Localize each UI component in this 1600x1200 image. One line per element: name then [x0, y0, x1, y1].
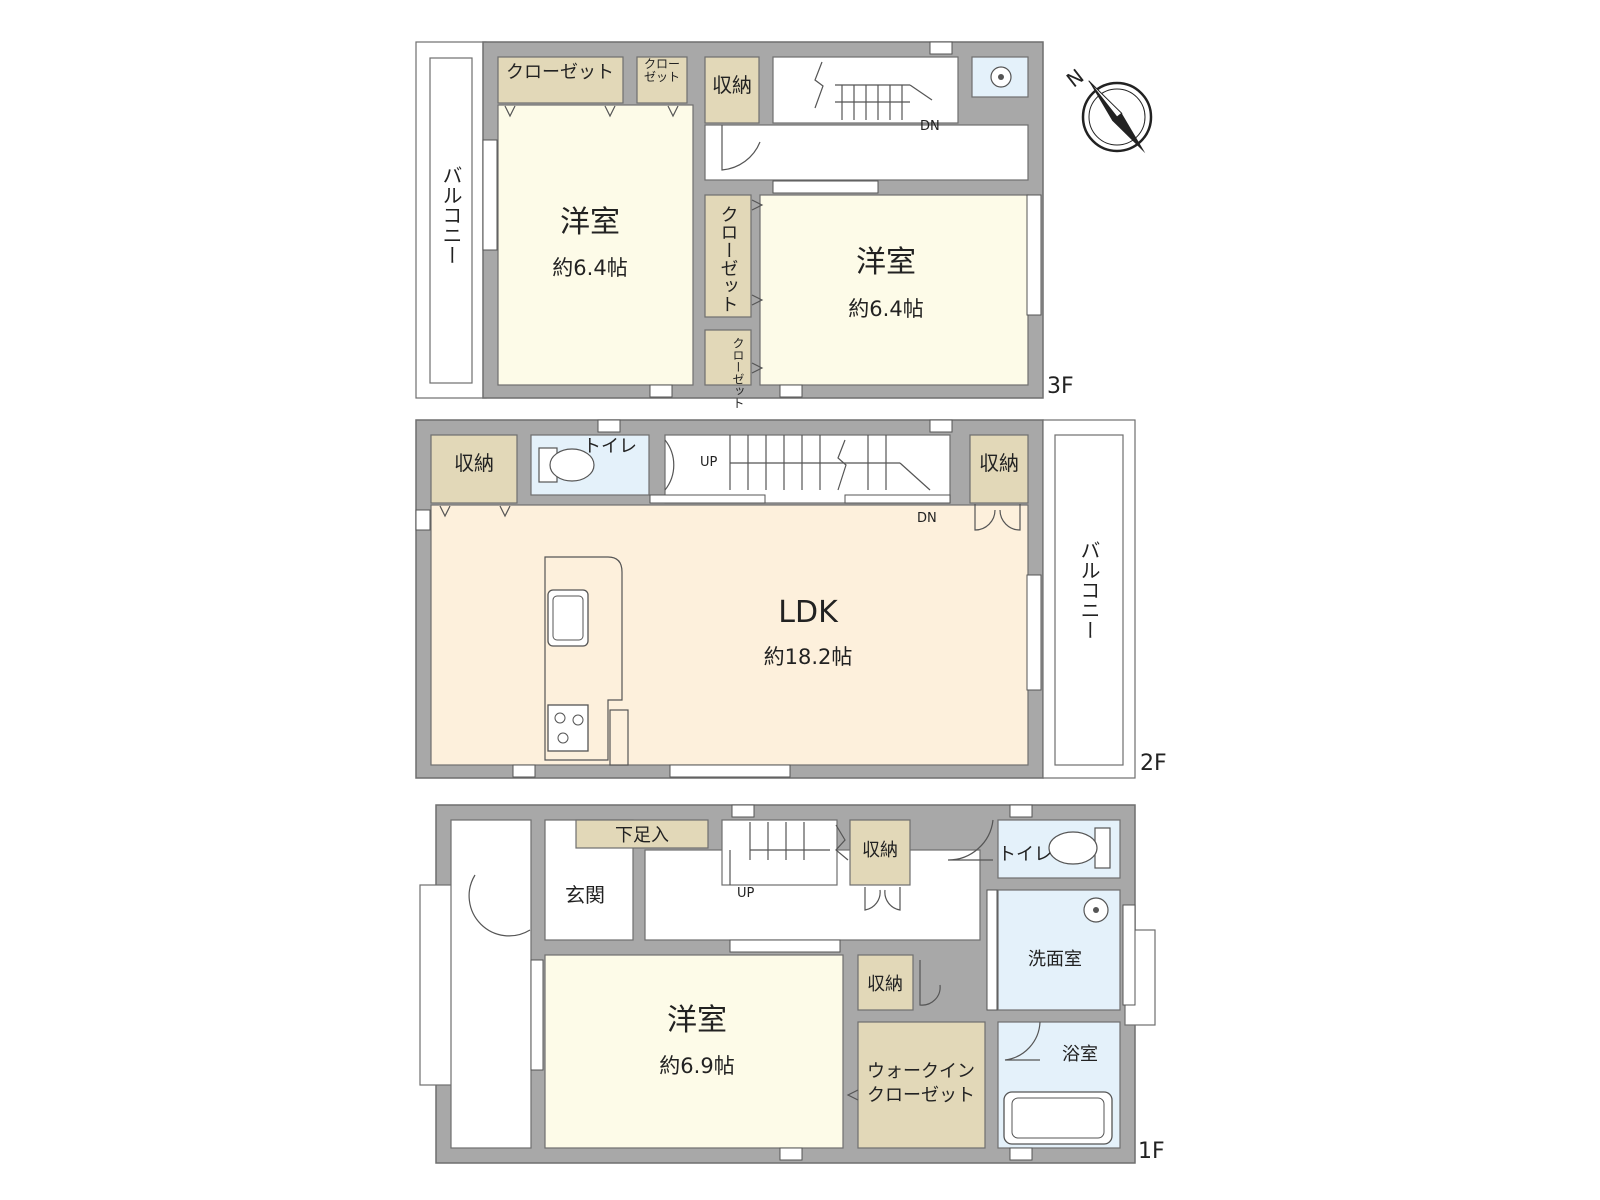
ldk-2f [430, 504, 1029, 766]
closet-small-vertical-3f [704, 329, 752, 386]
entrance-label-1f: 玄関 [565, 883, 605, 907]
stairs-dn-label-3f: DN [920, 119, 940, 134]
room-3f-left-area: 約6.4帖 [552, 256, 627, 280]
stairs-up-label-1f: UP [737, 886, 755, 901]
room-3f-left-name: 洋室 [560, 205, 620, 240]
bedroom-area-1f: 約6.9帖 [659, 1054, 734, 1078]
closet-small-3f [636, 56, 688, 104]
storage-right-label-2f: 収納 [979, 451, 1019, 475]
storage-right-2f [969, 434, 1029, 504]
bedroom-name-1f: 洋室 [667, 1003, 727, 1038]
stairs-up-label-2f: UP [700, 455, 718, 470]
floor-3f: DN 洋室 約6.4帖 洋室 約6.4帖 クローゼット [415, 41, 1074, 409]
closet-small-label-3f: クローゼット [644, 57, 680, 84]
toilet-label-1f: トイレ [998, 844, 1052, 865]
stairs-1f [721, 819, 838, 886]
compass-arrow-icon [1088, 80, 1146, 154]
bedroom-3f-left [497, 104, 694, 386]
ldk-area-2f: 約18.2帖 [764, 645, 853, 669]
storage-stairs-label-1f: 収納 [862, 840, 898, 861]
balcony-label-3f: バルコニー [439, 165, 463, 265]
stairs-2f [664, 434, 951, 504]
compass: N [1062, 64, 1153, 154]
room-3f-right-area: 約6.4帖 [848, 297, 923, 321]
storage-room-1f [857, 954, 914, 1011]
shoe-storage-1f [575, 819, 709, 849]
balcony-label-2f: バルコニー [1077, 540, 1101, 640]
washroom-label-1f: 洗面室 [1028, 949, 1082, 970]
walkin-label-1f: ウォークインクローゼット [867, 1061, 975, 1106]
floor-label-3f: 3F [1047, 374, 1074, 399]
floor-label-2f: 2F [1140, 751, 1167, 776]
bathroom-label-1f: 浴室 [1062, 1044, 1098, 1065]
ldk-name-2f: LDK [778, 595, 839, 630]
walkin-closet-1f [857, 1021, 986, 1149]
closet-vertical-3f [704, 194, 752, 318]
storage-left-label-2f: 収納 [454, 451, 494, 475]
compass-north-label: N [1062, 64, 1089, 92]
stairs-dn-label-2f: DN [917, 511, 937, 526]
toilet-label-2f: トイレ [583, 436, 637, 457]
closet-vertical-label-3f: クローゼット [718, 205, 739, 313]
closet-top-label-3f: クローゼット [506, 62, 614, 83]
closet-small-vertical-label-3f: クローゼット [731, 337, 745, 409]
floor-1f: UP 洋室 約6. [419, 804, 1165, 1164]
shoe-storage-label-1f: 下足入 [615, 825, 669, 846]
closet-top-3f [497, 56, 624, 104]
floor-label-1f: 1F [1138, 1139, 1165, 1164]
storage-left-2f [430, 434, 518, 504]
bedroom-1f [544, 954, 844, 1149]
hallway-3f [704, 124, 1029, 181]
storage-stairs-1f [849, 819, 911, 886]
floor-2f: UP DN LDK 約18.2帖 収納 トイレ 収納 バルコニー 2F [415, 419, 1167, 779]
storage-label-3f: 収納 [712, 73, 752, 97]
room-3f-right-name: 洋室 [856, 245, 916, 280]
storage-3f [704, 56, 760, 124]
storage-room-label-1f: 収納 [867, 974, 903, 995]
bedroom-3f-right [759, 194, 1029, 386]
